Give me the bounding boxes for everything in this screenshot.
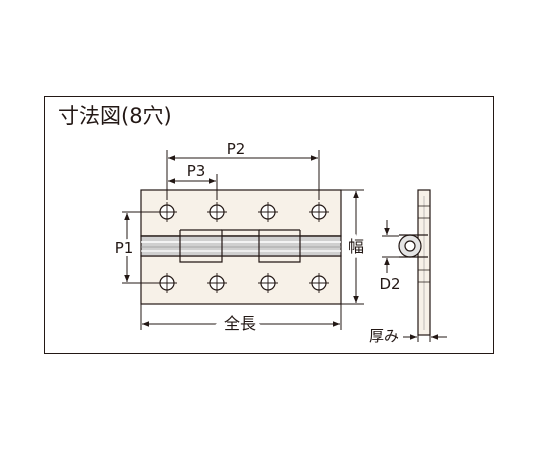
hole bbox=[157, 273, 177, 293]
total-length-dimension bbox=[140, 304, 342, 330]
hinge-front-view bbox=[140, 189, 342, 305]
thickness-dimension bbox=[403, 324, 447, 342]
screw-holes bbox=[157, 202, 329, 293]
hole bbox=[157, 202, 177, 222]
knuckle-band bbox=[140, 235, 342, 257]
p1-dimension bbox=[122, 211, 158, 284]
hole bbox=[309, 202, 329, 222]
thickness-label: 厚み bbox=[369, 327, 399, 345]
hole bbox=[309, 273, 329, 293]
hole bbox=[207, 202, 227, 222]
diagram-title: 寸法図(8穴) bbox=[58, 104, 172, 128]
width-label: 幅 bbox=[348, 237, 364, 256]
hole bbox=[207, 273, 227, 293]
hole bbox=[258, 202, 278, 222]
p3-dimension bbox=[168, 174, 218, 200]
d2-label: D2 bbox=[379, 275, 400, 293]
p2-label: P2 bbox=[227, 140, 246, 158]
drawing-frame bbox=[44, 96, 494, 354]
p3-label: P3 bbox=[187, 162, 206, 180]
d2-dimension bbox=[382, 220, 399, 273]
knuckle-outline bbox=[141, 235, 341, 263]
width-dimension bbox=[341, 189, 364, 305]
p2-dimension bbox=[166, 150, 320, 200]
hinge-side-view bbox=[398, 189, 431, 336]
hole bbox=[258, 273, 278, 293]
total-length-label: 全長 bbox=[224, 314, 256, 333]
p1-label: P1 bbox=[115, 239, 134, 257]
